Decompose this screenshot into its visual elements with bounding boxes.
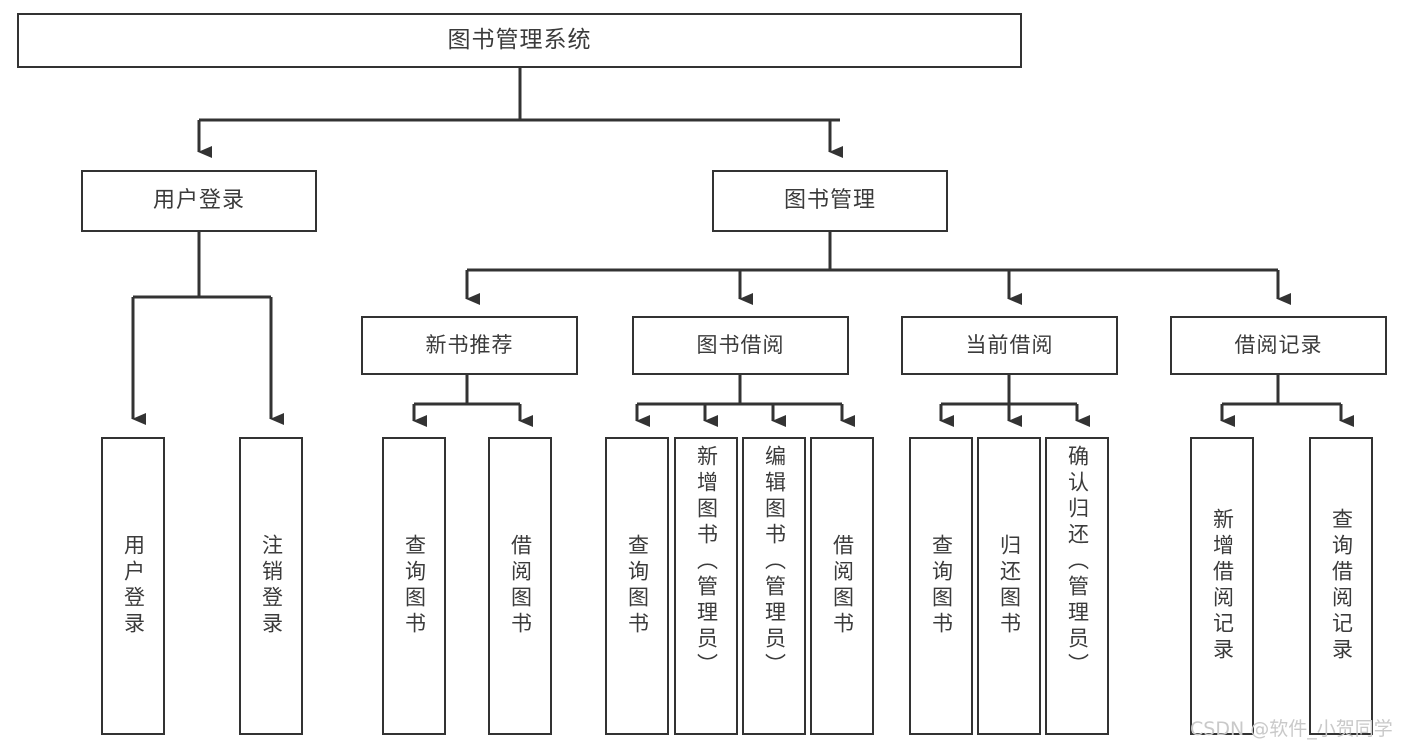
node-label: 注销登录	[259, 534, 284, 638]
node-label: 查询图书	[625, 534, 650, 638]
node-leaf-add-book[interactable]: 新增图书（管理员）	[674, 437, 738, 735]
node-current-borrow[interactable]: 当前借阅	[901, 316, 1118, 375]
node-leaf-borrow-book-1[interactable]: 借阅图书	[488, 437, 552, 735]
node-leaf-add-borrow-record[interactable]: 新增借阅记录	[1190, 437, 1254, 735]
node-label: 新书推荐	[425, 333, 514, 358]
node-label: 查询图书	[929, 534, 954, 638]
node-borrow-record[interactable]: 借阅记录	[1170, 316, 1387, 375]
node-label: 图书管理系统	[447, 27, 592, 54]
node-leaf-borrow-book-2[interactable]: 借阅图书	[810, 437, 874, 735]
node-leaf-confirm-return[interactable]: 确认归还（管理员）	[1045, 437, 1109, 735]
node-leaf-query-book-2[interactable]: 查询图书	[605, 437, 669, 735]
node-leaf-return-book[interactable]: 归还图书	[977, 437, 1041, 735]
node-label: 查询图书	[402, 534, 427, 638]
node-label: 借阅图书	[508, 534, 533, 638]
csdn-watermark: CSDN @软件_小贺同学	[1190, 718, 1393, 740]
node-label: 用户登录	[121, 534, 146, 638]
node-label: 新增借阅记录	[1210, 508, 1235, 664]
node-label: 新增图书（管理员）	[694, 445, 719, 679]
node-leaf-query-book-1[interactable]: 查询图书	[382, 437, 446, 735]
node-label: 图书管理	[783, 188, 876, 214]
node-label: 用户登录	[152, 188, 245, 214]
node-new-book-recommend[interactable]: 新书推荐	[361, 316, 578, 375]
node-label: 查询借阅记录	[1329, 508, 1354, 664]
node-leaf-query-book-3[interactable]: 查询图书	[909, 437, 973, 735]
node-label: 确认归还（管理员）	[1065, 445, 1090, 679]
node-label: 借阅图书	[830, 534, 855, 638]
node-leaf-logout-login[interactable]: 注销登录	[239, 437, 303, 735]
node-label: 借阅记录	[1234, 333, 1323, 358]
node-book-borrow[interactable]: 图书借阅	[632, 316, 849, 375]
node-leaf-user-login[interactable]: 用户登录	[101, 437, 165, 735]
node-label: 归还图书	[997, 534, 1022, 638]
node-leaf-edit-book[interactable]: 编辑图书（管理员）	[742, 437, 806, 735]
node-root-book-management-system[interactable]: 图书管理系统	[17, 13, 1022, 68]
node-label: 当前借阅	[965, 333, 1054, 358]
node-label: 图书借阅	[696, 333, 785, 358]
node-user-login[interactable]: 用户登录	[81, 170, 317, 232]
node-leaf-query-borrow-record[interactable]: 查询借阅记录	[1309, 437, 1373, 735]
node-label: 编辑图书（管理员）	[762, 445, 787, 679]
node-book-management[interactable]: 图书管理	[712, 170, 948, 232]
